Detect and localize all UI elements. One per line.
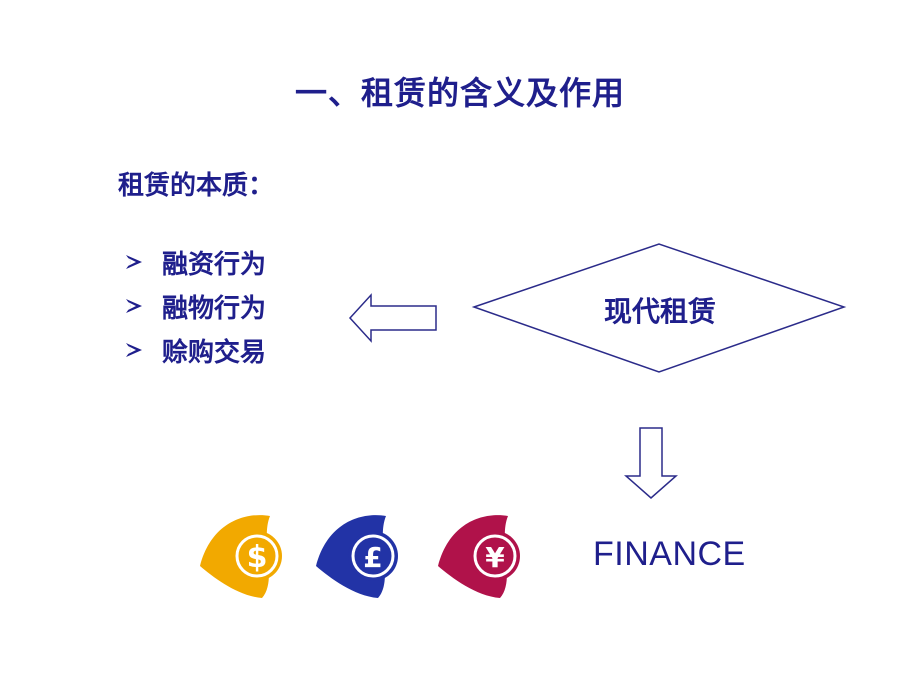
- page-title: 一、租赁的含义及作用: [294, 74, 625, 112]
- bullet-item: 融资行为: [122, 240, 266, 284]
- bullet-item: 融物行为: [122, 284, 266, 328]
- svg-text:£: £: [363, 541, 382, 574]
- svg-text:$: $: [247, 540, 268, 575]
- diamond-shape: [471, 243, 847, 373]
- diamond-label: 现代租赁: [603, 295, 716, 328]
- svg-text:¥: ¥: [485, 541, 505, 574]
- yen-icon: ¥: [438, 515, 520, 598]
- arrow-bullet-icon: [126, 299, 142, 313]
- dollar-icon: $: [200, 515, 282, 598]
- arrow-bullet-icon: [126, 255, 142, 269]
- subtitle: 租赁的本质：: [118, 171, 275, 201]
- left-arrow-icon: [348, 293, 437, 343]
- arrow-bullet-icon: [126, 343, 142, 357]
- bullet-item: 赊购交易: [122, 328, 266, 372]
- bullet-label: 融物行为: [162, 293, 267, 324]
- bullet-label: 赊购交易: [162, 337, 267, 368]
- pound-icon: £: [316, 515, 398, 598]
- bullet-list: 融资行为 融物行为 赊购交易: [122, 240, 266, 372]
- finance-label: FINANCE: [593, 535, 746, 573]
- down-arrow-icon: [624, 427, 678, 499]
- bullet-label: 融资行为: [162, 249, 267, 280]
